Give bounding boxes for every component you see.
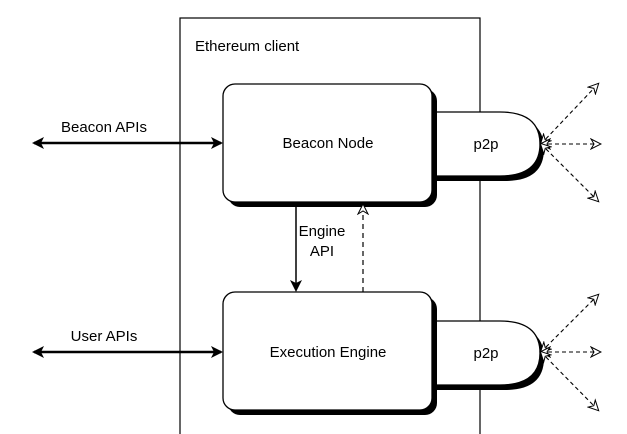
execution-engine-box [222,291,433,411]
beacon-peer-arrow-up [541,84,598,144]
beacon-apis-label: Beacon APIs [61,119,147,136]
engine-api-label-line1: Engine [299,223,346,240]
beacon-peer-arrow-down [541,144,598,201]
execution-p2p-label: p2p [473,345,498,362]
execution-peer-arrow-down [541,352,598,410]
beacon-p2p-label: p2p [473,136,498,153]
user-apis-label: User APIs [71,328,138,345]
engine-api-label-line2: API [310,243,334,260]
beacon-node-label: Beacon Node [283,135,374,152]
ethereum-client-title: Ethereum client [195,38,300,55]
execution-engine-label: Execution Engine [270,344,387,361]
beacon-node-box [222,83,433,203]
execution-peer-arrow-up [541,295,598,352]
